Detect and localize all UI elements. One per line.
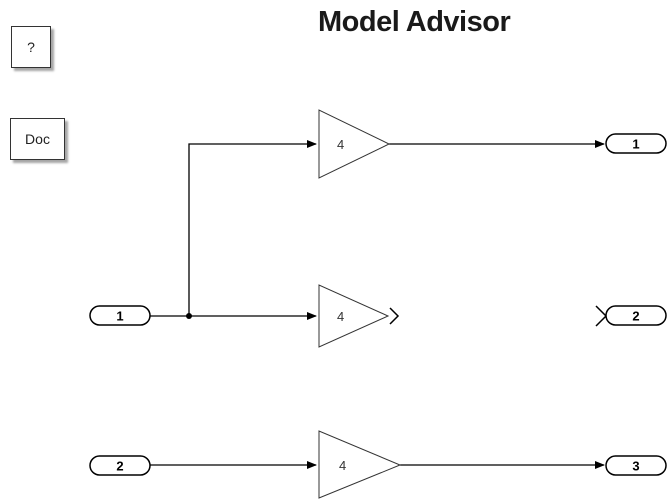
help-block[interactable]: ? (11, 26, 51, 68)
outport-1[interactable]: 1 (605, 133, 667, 154)
outport-3[interactable]: 3 (605, 455, 667, 476)
outport-2[interactable]: 2 (605, 305, 667, 326)
unconnected-input-mark (595, 305, 608, 327)
gain-block-3[interactable]: 4 (318, 430, 402, 499)
inport-2[interactable]: 2 (89, 455, 151, 476)
signal-line-branch-to-gain1[interactable] (188, 140, 317, 316)
gain-value: 4 (337, 137, 344, 152)
diagram-title: Model Advisor (318, 6, 511, 38)
doc-block[interactable]: Doc (10, 118, 65, 160)
inport-number: 1 (116, 309, 123, 324)
inport-1[interactable]: 1 (89, 305, 151, 326)
gain-value: 4 (337, 309, 344, 324)
gain-block-2[interactable]: 4 (318, 284, 390, 348)
outport-number: 2 (632, 309, 639, 324)
inport-number: 2 (116, 459, 123, 474)
outport-number: 3 (632, 459, 639, 474)
branch-point (186, 313, 192, 319)
unconnected-output-mark (389, 307, 400, 325)
outport-number: 1 (632, 137, 639, 152)
gain-value: 4 (339, 458, 346, 473)
gain-block-1[interactable]: 4 (318, 109, 391, 179)
